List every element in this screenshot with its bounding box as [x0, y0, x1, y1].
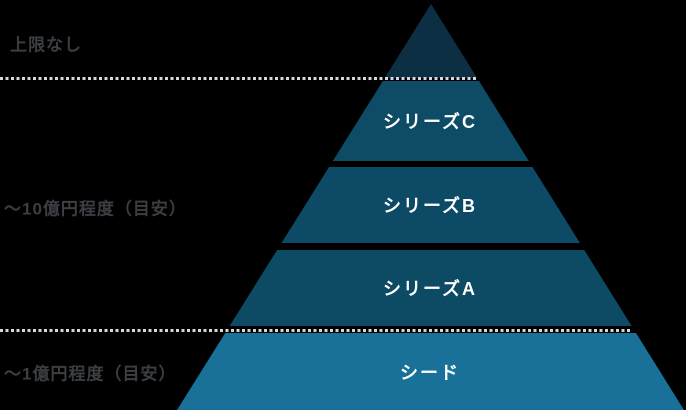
left-label-up-to-100m-yen: ～1億円程度（目安）: [4, 364, 177, 384]
series-b-label: シリーズB: [382, 196, 478, 216]
pyramid-level-series-c: シリーズC: [177, 81, 684, 161]
left-label-up-to-1b-yen: ～10億円程度（目安）: [4, 199, 187, 219]
dotted-divider-top: [0, 77, 478, 80]
series-a-label: シリーズA: [382, 279, 478, 299]
pyramid-level-series-a: シリーズA: [177, 250, 684, 326]
dotted-divider-bottom: [0, 329, 631, 332]
series-c-label: シリーズC: [382, 112, 478, 132]
pyramid-level-seed: シード: [177, 333, 684, 410]
left-label-no-upper-limit: 上限なし: [10, 35, 82, 55]
seed-label: シード: [400, 362, 460, 383]
pyramid-level-top-triangle: [177, 4, 684, 78]
